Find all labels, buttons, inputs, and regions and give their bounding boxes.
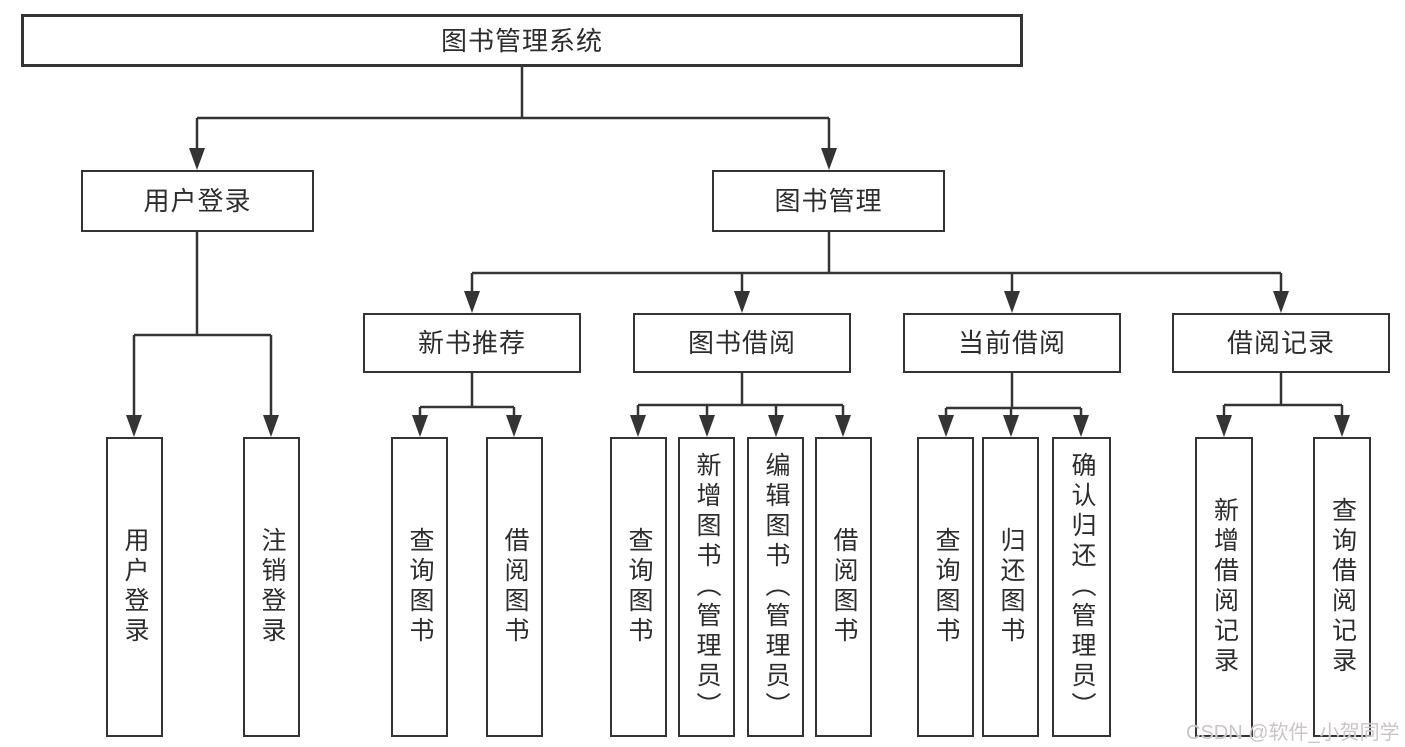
node-new-book-recommend: 新书推荐: [363, 313, 581, 373]
node-book-borrowing-label: 图书借阅: [687, 328, 796, 358]
leaf-logout-label: 注销登录: [258, 527, 286, 647]
leaf-records-query-record: 查询借阅记录: [1313, 437, 1371, 737]
node-book-management-label: 图书管理: [774, 186, 883, 216]
leaf-current-query-books: 查询图书: [917, 437, 974, 737]
node-new-book-recommend-label: 新书推荐: [417, 328, 526, 358]
leaf-user-login-label: 用户登录: [121, 527, 149, 647]
node-root: 图书管理系统: [21, 14, 1023, 67]
node-borrowing-records: 借阅记录: [1172, 313, 1390, 373]
node-user-login: 用户登录: [81, 170, 314, 232]
node-current-borrowing-label: 当前借阅: [957, 328, 1066, 358]
node-borrowing-records-label: 借阅记录: [1226, 328, 1335, 358]
leaf-logout: 注销登录: [243, 437, 300, 737]
leaf-user-login: 用户登录: [106, 437, 163, 737]
leaf-borrowing-edit-books-label: 编辑图书（管理员）: [762, 452, 790, 722]
leaf-records-query-record-label: 查询借阅记录: [1328, 497, 1357, 677]
leaf-current-return-books-label: 归还图书: [997, 527, 1025, 647]
leaf-borrowing-query-books-label: 查询图书: [625, 527, 653, 647]
leaf-records-add-record: 新增借阅记录: [1195, 437, 1253, 737]
node-user-login-label: 用户登录: [143, 186, 252, 216]
node-book-borrowing: 图书借阅: [633, 313, 851, 373]
leaf-recommend-borrow-books-label: 借阅图书: [501, 527, 529, 647]
leaf-current-return-books: 归还图书: [982, 437, 1039, 737]
leaf-borrowing-edit-books: 编辑图书（管理员）: [747, 437, 804, 737]
csdn-watermark: CSDN @软件_小贺同学: [1186, 722, 1400, 744]
leaf-borrowing-add-books: 新增图书（管理员）: [678, 437, 735, 737]
node-root-label: 图书管理系统: [440, 25, 603, 56]
leaf-current-confirm-return-label: 确认归还（管理员）: [1068, 452, 1096, 722]
leaf-recommend-query-books: 查询图书: [391, 437, 448, 737]
leaf-borrowing-borrow-books-label: 借阅图书: [830, 527, 858, 647]
leaf-borrowing-add-books-label: 新增图书（管理员）: [693, 452, 721, 722]
leaf-borrowing-query-books: 查询图书: [610, 437, 667, 737]
leaf-recommend-borrow-books: 借阅图书: [486, 437, 543, 737]
leaf-borrowing-borrow-books: 借阅图书: [815, 437, 872, 737]
node-book-management: 图书管理: [712, 170, 945, 232]
leaf-current-query-books-label: 查询图书: [932, 527, 960, 647]
leaf-current-confirm-return: 确认归还（管理员）: [1052, 437, 1111, 737]
node-current-borrowing: 当前借阅: [903, 313, 1121, 373]
leaf-recommend-query-books-label: 查询图书: [406, 527, 434, 647]
arrowheads: [126, 148, 1350, 437]
leaf-records-add-record-label: 新增借阅记录: [1210, 497, 1239, 677]
